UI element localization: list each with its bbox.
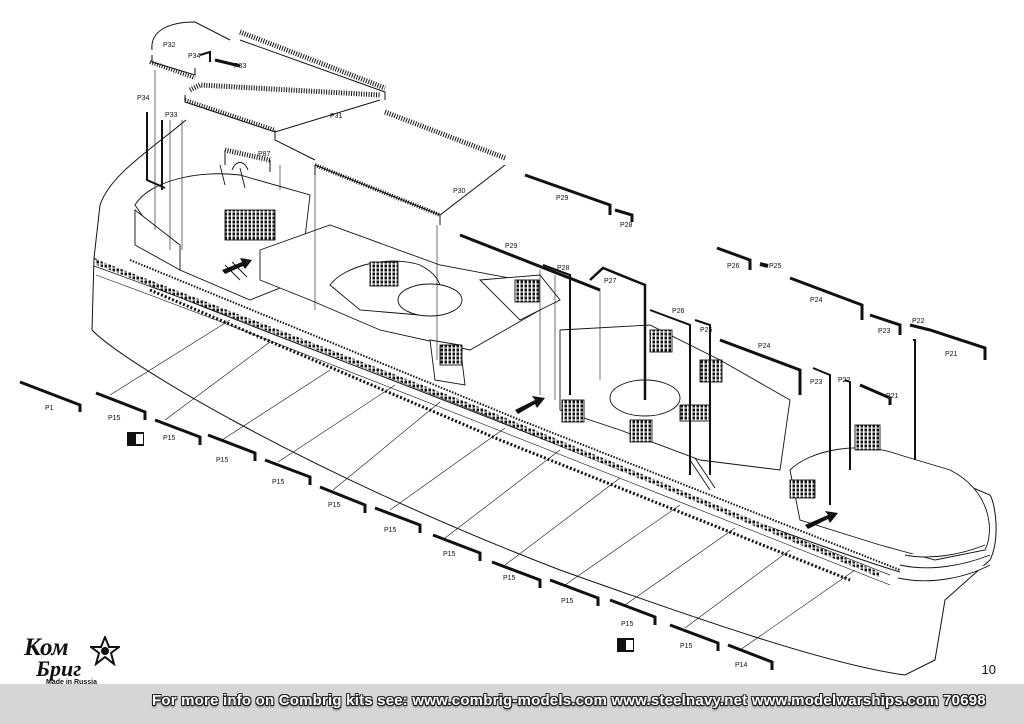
combrig-logo: Ком Бриг Made in Russia <box>22 634 142 694</box>
orientation-markers <box>127 432 634 652</box>
logo-line1: Ком <box>24 634 69 661</box>
label-p30: P30 <box>453 188 466 195</box>
hull <box>91 119 997 676</box>
logo-line2: Бриг <box>36 656 82 681</box>
label-p22: P22 <box>912 318 925 325</box>
label-p15: P15 <box>621 621 634 628</box>
label-p15: P15 <box>680 643 693 650</box>
label-p15: P15 <box>272 479 285 486</box>
label-p28: P28 <box>557 265 570 272</box>
label-p21: P21 <box>886 393 899 400</box>
label-p15: P15 <box>328 502 341 509</box>
label-p15: P15 <box>108 415 121 422</box>
label-p15: P15 <box>384 527 397 534</box>
lower-rail-parts <box>19 319 856 670</box>
superstructure <box>134 162 991 582</box>
label-p33: P33 <box>165 112 178 119</box>
label-p32: P32 <box>163 42 176 49</box>
label-p26: P26 <box>727 263 740 270</box>
label-p29: P29 <box>556 195 569 202</box>
label-p26: P26 <box>672 308 685 315</box>
label-p23: P23 <box>810 379 823 386</box>
label-p87: P87 <box>258 151 271 158</box>
placement-arrows <box>222 258 838 529</box>
label-p24: P24 <box>810 297 823 304</box>
exploded-deck-rails <box>146 21 506 225</box>
footer-text: For more info on Combrig kits see: www.c… <box>152 692 986 709</box>
label-p29: P29 <box>505 243 518 250</box>
label-p15: P15 <box>216 457 229 464</box>
star-icon <box>90 636 120 666</box>
page-number: 10 <box>981 662 996 677</box>
logo-tagline: Made in Russia <box>46 679 97 686</box>
label-p15: P15 <box>443 551 456 558</box>
label-p25: P25 <box>700 327 713 334</box>
label-p15: P15 <box>561 598 574 605</box>
label-p34: P34 <box>137 95 150 102</box>
exploded-rail-strips <box>154 70 987 505</box>
label-p15: P15 <box>503 575 516 582</box>
label-p15: P15 <box>163 435 176 442</box>
label-p22: P22 <box>838 377 851 384</box>
label-p1: P1 <box>45 405 54 412</box>
label-p28: P28 <box>620 222 633 229</box>
part-labels: P32 P34 P33 P34 P33 P31 P87 P30 P29 P28 … <box>45 42 958 669</box>
footer-bar <box>0 684 1024 724</box>
label-p34: P34 <box>188 53 201 60</box>
label-p23: P23 <box>878 328 891 335</box>
label-p33: P33 <box>234 63 247 70</box>
label-p25: P25 <box>769 263 782 270</box>
label-p31: P31 <box>330 113 343 120</box>
label-p14: P14 <box>735 662 748 669</box>
label-p21: P21 <box>945 351 958 358</box>
label-p27: P27 <box>604 278 617 285</box>
label-p24: P24 <box>758 343 771 350</box>
hull-window-strips <box>95 259 901 582</box>
